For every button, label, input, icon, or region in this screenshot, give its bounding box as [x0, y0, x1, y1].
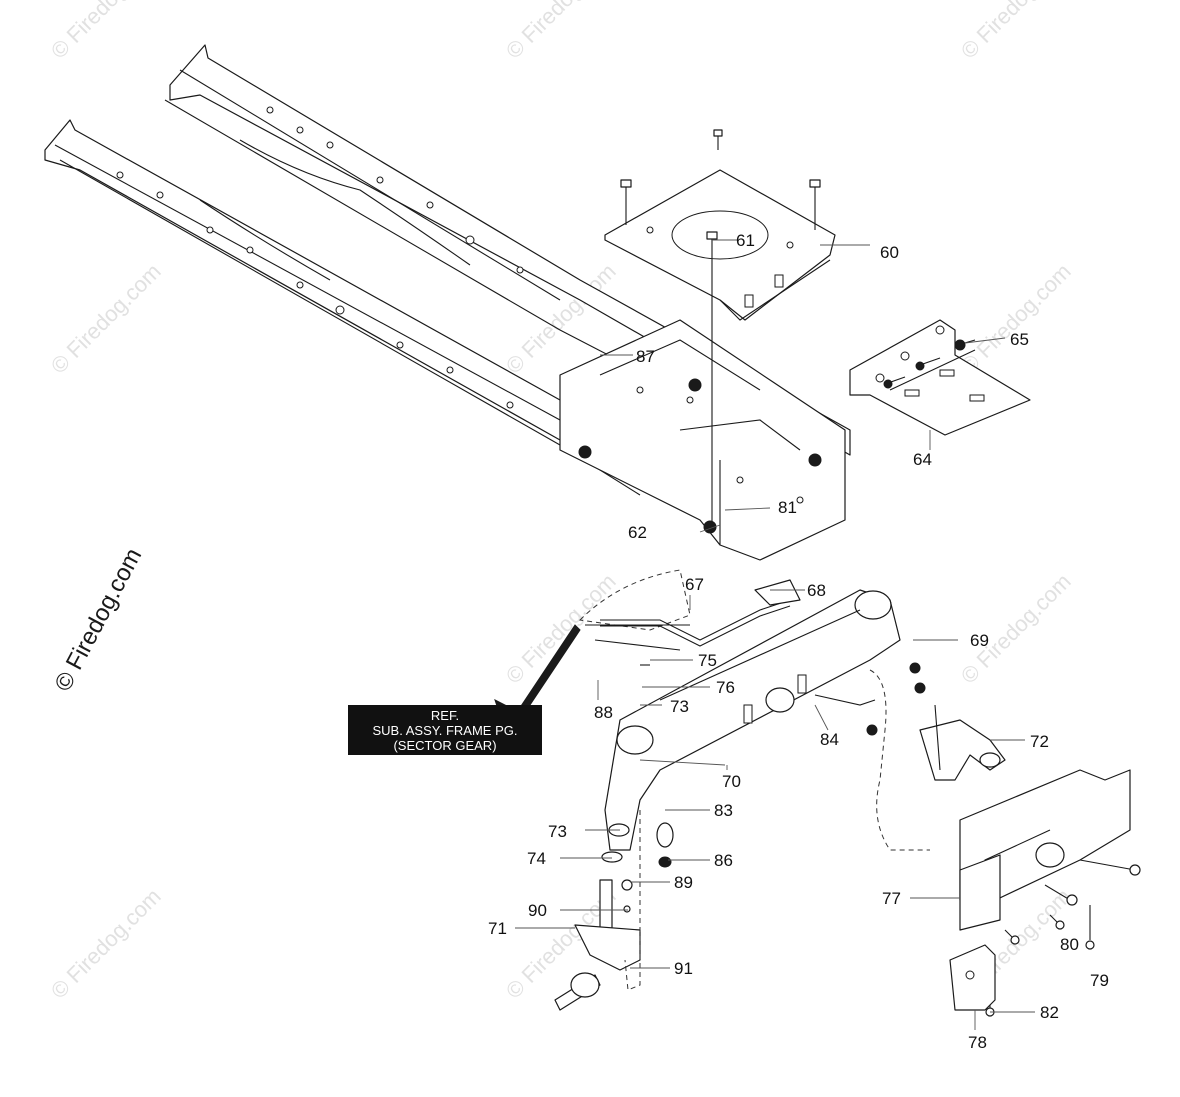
callout-84: 84	[820, 730, 839, 749]
callout-74: 74	[527, 849, 546, 868]
watermark-main: © Firedog.com	[49, 544, 147, 696]
callout-71: 71	[488, 919, 507, 938]
callout-73: 73	[670, 697, 689, 716]
callout-76: 76	[716, 678, 735, 697]
watermark-layer: © Firedog.com © Firedog.com © Firedog.co…	[46, 0, 1076, 1004]
sector-gear-ref	[578, 569, 691, 651]
callout-62: 62	[628, 523, 647, 542]
callout-78: 78	[968, 1033, 987, 1052]
spindle-72	[909, 662, 1006, 781]
watermark-tile: © Firedog.com	[956, 259, 1076, 379]
callout-77: 77	[882, 889, 901, 908]
callout-79: 79	[1090, 971, 1109, 990]
callout-83: 83	[714, 801, 733, 820]
bolts-61	[620, 129, 821, 530]
callout-72: 72	[1030, 732, 1049, 751]
callout-80: 80	[1060, 935, 1079, 954]
watermark-tile: © Firedog.com	[46, 259, 166, 379]
center-bracket-plate	[559, 319, 846, 561]
bracket-78	[949, 944, 996, 1011]
callout-64: 64	[913, 450, 932, 469]
plate-60	[604, 169, 836, 321]
callout-65: 65	[1010, 330, 1029, 349]
bracket-84	[814, 669, 930, 851]
axle-70	[604, 589, 901, 851]
callout-60: 60	[880, 243, 899, 262]
linkage-rods	[600, 579, 801, 666]
ref-box: REF. SUB. ASSY. FRAME PG. (SECTOR GEAR)	[348, 624, 581, 755]
callout-87: 87	[636, 347, 655, 366]
leader-lines	[515, 239, 1035, 1030]
watermark-tile: © Firedog.com	[956, 0, 1076, 64]
plate-77	[959, 769, 1131, 931]
callout-61: 61	[736, 231, 755, 250]
callout-69: 69	[970, 631, 989, 650]
watermark-tile: © Firedog.com	[956, 569, 1076, 689]
watermark-tile: © Firedog.com	[501, 0, 621, 64]
callout-90: 90	[528, 901, 547, 920]
callout-73: 73	[548, 822, 567, 841]
ref-box-line3: (SECTOR GEAR)	[393, 738, 496, 753]
watermark-tile: © Firedog.com	[501, 569, 621, 689]
callout-81: 81	[778, 498, 797, 517]
bolts-79-80-82	[985, 859, 1141, 1017]
callout-86: 86	[714, 851, 733, 870]
callout-82: 82	[1040, 1003, 1059, 1022]
ref-box-line2: SUB. ASSY. FRAME PG.	[373, 723, 518, 738]
callout-75: 75	[698, 651, 717, 670]
bracket-64	[849, 319, 1031, 436]
callout-70: 70	[722, 772, 741, 791]
callout-89: 89	[674, 873, 693, 892]
callout-88: 88	[594, 703, 613, 722]
watermark-tile: © Firedog.com	[46, 884, 166, 1004]
callout-67: 67	[685, 575, 704, 594]
callout-labels: 61 60 65 64 87 81 62 67 68 69 75 76 73 8…	[488, 231, 1109, 1052]
spindle-71	[554, 810, 674, 1011]
callout-91: 91	[674, 959, 693, 978]
watermark-tile: © Firedog.com	[46, 0, 166, 64]
ref-box-line1: REF.	[431, 708, 459, 723]
callout-68: 68	[807, 581, 826, 600]
